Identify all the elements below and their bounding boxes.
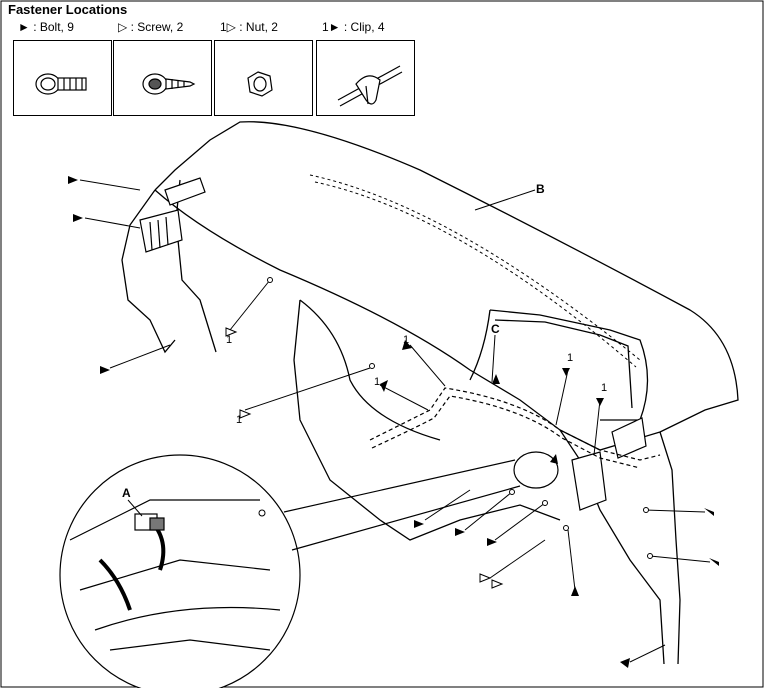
legend-title: Fastener Locations	[8, 2, 128, 17]
legend-box-screw	[113, 40, 212, 116]
label-1-clip-right: 1	[601, 382, 608, 394]
wiring-harness	[369, 387, 661, 469]
nut-icon	[247, 71, 273, 97]
bolt-icon	[35, 73, 87, 95]
leader-lines	[79, 179, 711, 663]
legend-label-nut: 1▷ : Nut, 2	[220, 20, 278, 34]
side-vent-left	[139, 177, 206, 253]
label-1-nut-center: 1	[236, 414, 243, 426]
bolt-markers	[68, 176, 719, 668]
defrost-grille	[309, 174, 641, 368]
callout-a: A	[122, 486, 131, 500]
label-1-nut-left: 1	[226, 334, 233, 346]
legend-label-bolt: ► : Bolt, 9	[18, 20, 74, 34]
side-vent-right	[571, 417, 647, 511]
callout-b: B	[536, 182, 545, 196]
legend-label-clip: 1► : Clip, 4	[322, 20, 385, 34]
callout-c: C	[491, 322, 500, 336]
detail-view	[59, 451, 559, 688]
screw-icon	[142, 73, 196, 95]
fastener-holes	[258, 277, 653, 559]
screw-markers	[225, 327, 504, 589]
clip-icon	[337, 65, 403, 107]
crash-pad-body	[121, 121, 739, 665]
label-1-clip-upper: 1	[403, 334, 410, 346]
label-1-clip-lower: 1	[374, 376, 381, 388]
label-1-clip-center: 1	[567, 352, 574, 364]
legend-label-screw: ▷ : Screw, 2	[118, 20, 184, 34]
